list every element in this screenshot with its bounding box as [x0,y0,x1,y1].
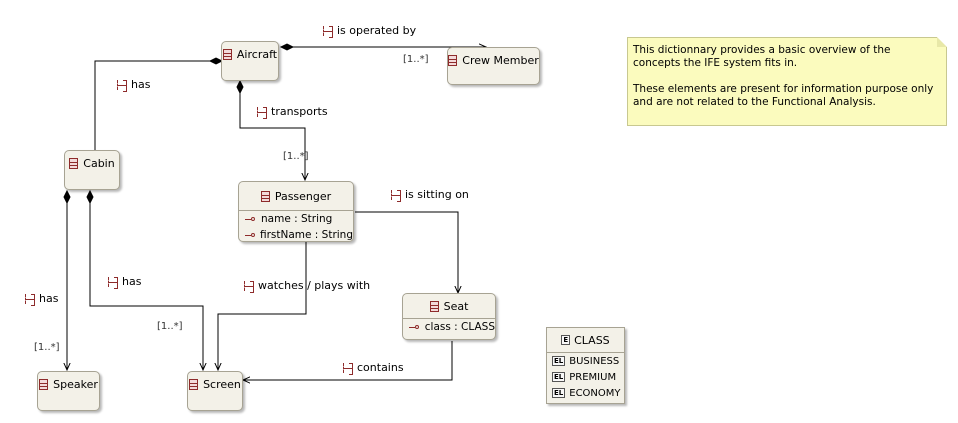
relation-icon [256,106,268,119]
attribute-icon [409,324,420,331]
relation-label-cabin-has-screen[interactable]: has [107,275,142,289]
edge-transports [239,81,305,180]
class-icon [39,378,49,390]
relation-label-text: contains [357,361,404,374]
relation-icon [342,362,354,375]
composition-diamond [236,79,244,95]
relation-label-cabin-has-speaker[interactable]: has [24,292,59,306]
relation-label-is-operated-by[interactable]: is operated by [322,24,417,38]
class-name: Crew Member [462,53,539,67]
relation-label-text: is sitting on [405,188,469,201]
edge-aircraft-has-cabin [95,60,222,157]
relation-label-text: transports [271,105,328,118]
edge-is-sitting-on [355,211,458,293]
class-name: Speaker [53,377,98,391]
class-header: Crew Member [448,48,539,72]
literal-text: PREMIUM [569,371,617,383]
composition-diamond [208,57,224,65]
class-icon [429,300,439,312]
literal-text: BUSINESS [569,355,620,367]
literal-icon: EL [552,372,566,382]
class-icon [260,190,270,202]
class-passenger[interactable]: Passenger name : String firstName : Stri… [238,181,354,242]
relation-icon [322,25,334,38]
multiplicity-passenger: [1..*] [283,151,309,162]
class-header: Seat [403,294,495,318]
composition-diamond [86,189,94,205]
class-header: Passenger [239,182,353,210]
relation-icon [107,276,119,289]
relation-icon [243,280,255,293]
attribute-text: class : CLASS [424,321,495,333]
enumeration-name: CLASS [574,333,610,347]
class-icon [189,378,199,390]
literal-icon: EL [552,388,566,398]
attribute-icon [245,232,255,239]
attribute-text: name : String [261,213,333,225]
relation-icon [390,189,402,202]
edge-contains [243,341,453,380]
attribute-row[interactable]: firstName : String [239,227,353,243]
class-name: Cabin [83,156,115,170]
composition-diamond [279,43,295,51]
class-header: Cabin [65,151,119,175]
relation-label-text: has [122,275,142,288]
separator [239,210,353,211]
relation-label-text: has [131,78,151,91]
literal-text: ECONOMY [569,387,621,399]
composition-diamond [63,189,71,205]
class-header: Speaker [38,372,99,396]
relation-icon [116,79,128,92]
relation-label-transports[interactable]: transports [256,105,328,119]
class-name: Aircraft [236,47,278,61]
literal-icon: EL [552,356,566,366]
class-name: Passenger [274,189,332,203]
class-aircraft[interactable]: Aircraft [221,41,279,81]
class-seat[interactable]: Seat class : CLASS [402,293,496,340]
separator [403,318,495,319]
attribute-text: firstName : String [259,229,353,241]
class-screen[interactable]: Screen [187,371,243,411]
class-name: Screen [203,377,241,391]
relation-label-text: is operated by [337,24,417,37]
enumeration-icon: E [561,335,571,345]
relation-label-text: watches / plays with [258,279,371,292]
attribute-icon [245,216,256,223]
class-icon [69,157,79,169]
class-header: Screen [188,372,242,396]
edge-cabin-has-screen [89,191,203,370]
class-header: Aircraft [222,42,278,66]
multiplicity-speaker: [1..*] [34,342,60,353]
relation-icon [24,293,36,306]
relation-label-aircraft-has[interactable]: has [116,78,151,92]
class-icon [222,48,232,60]
relation-label-watches[interactable]: watches / plays with [243,279,371,293]
edge-watches [218,242,307,370]
class-cabin[interactable]: Cabin [64,150,120,190]
attribute-row[interactable]: name : String [239,211,353,227]
relation-label-contains[interactable]: contains [342,361,404,375]
relation-label-text: has [39,292,59,305]
class-crew-member[interactable]: Crew Member [447,47,540,85]
class-icon [448,54,458,66]
note[interactable]: This dictionnary provides a basic overvi… [627,37,947,126]
relation-label-is-sitting-on[interactable]: is sitting on [390,188,469,202]
attribute-row[interactable]: class : CLASS [403,319,495,335]
note-text: This dictionnary provides a basic overvi… [633,44,891,69]
multiplicity-screen: [1..*] [157,321,183,332]
note-text: These elements are present for informati… [633,83,934,108]
class-speaker[interactable]: Speaker [37,371,100,411]
separator [547,352,624,353]
multiplicity-crew-member: [1..*] [403,54,429,65]
class-name: Seat [443,299,469,313]
